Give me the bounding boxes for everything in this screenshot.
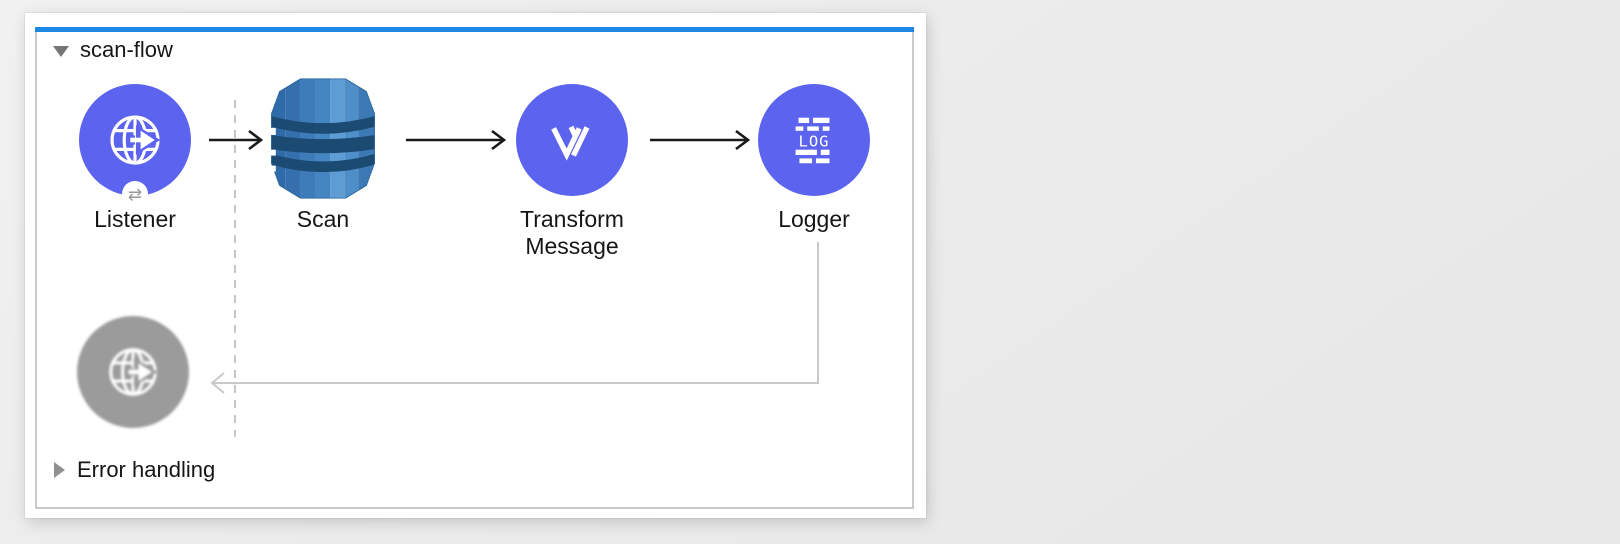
- node-http-listener-response[interactable]: [77, 316, 189, 428]
- flow-canvas: scan-flow: [25, 13, 926, 518]
- exchange-arrows-icon: ⇄: [122, 181, 148, 207]
- connector-logger-response-return: [210, 242, 819, 394]
- dynamodb-icon: [266, 78, 375, 199]
- flow-header: scan-flow: [53, 37, 173, 63]
- flow-container-scan-flow[interactable]: scan-flow: [35, 27, 914, 509]
- triangle-down-icon[interactable]: [53, 46, 69, 57]
- error-handling-label: Error handling: [77, 457, 216, 482]
- triangle-right-icon[interactable]: [54, 461, 65, 478]
- connector-transform-logger: [650, 129, 751, 151]
- node-label-scan: Scan: [296, 206, 350, 232]
- flow-title: scan-flow: [80, 37, 173, 62]
- node-dynamodb-scan[interactable]: [264, 75, 382, 202]
- globe-arrow-icon: [110, 115, 161, 165]
- arrow-right-glyph: [126, 357, 158, 387]
- dataweave-icon: [551, 125, 590, 161]
- connector-listener-scan: [209, 129, 264, 151]
- node-label-logger: Logger: [778, 206, 850, 232]
- node-logger[interactable]: LOG: [758, 84, 870, 196]
- node-label-listener: Listener: [94, 206, 176, 232]
- node-transform-message[interactable]: [516, 84, 628, 196]
- arrow-right-glyph: [128, 125, 161, 155]
- connector-scan-transform: [406, 129, 507, 151]
- globe-arrow-icon: [109, 348, 158, 396]
- logger-log-text: LOG: [799, 132, 830, 150]
- logger-icon: LOG: [795, 117, 830, 164]
- flow-accent-bar: [35, 27, 914, 32]
- node-label-transform-message: Transform Message: [520, 206, 624, 259]
- exchange-arrows-glyph: ⇄: [127, 184, 143, 204]
- error-handling-section[interactable]: Error handling: [54, 456, 215, 483]
- node-http-listener[interactable]: ⇄: [79, 84, 191, 207]
